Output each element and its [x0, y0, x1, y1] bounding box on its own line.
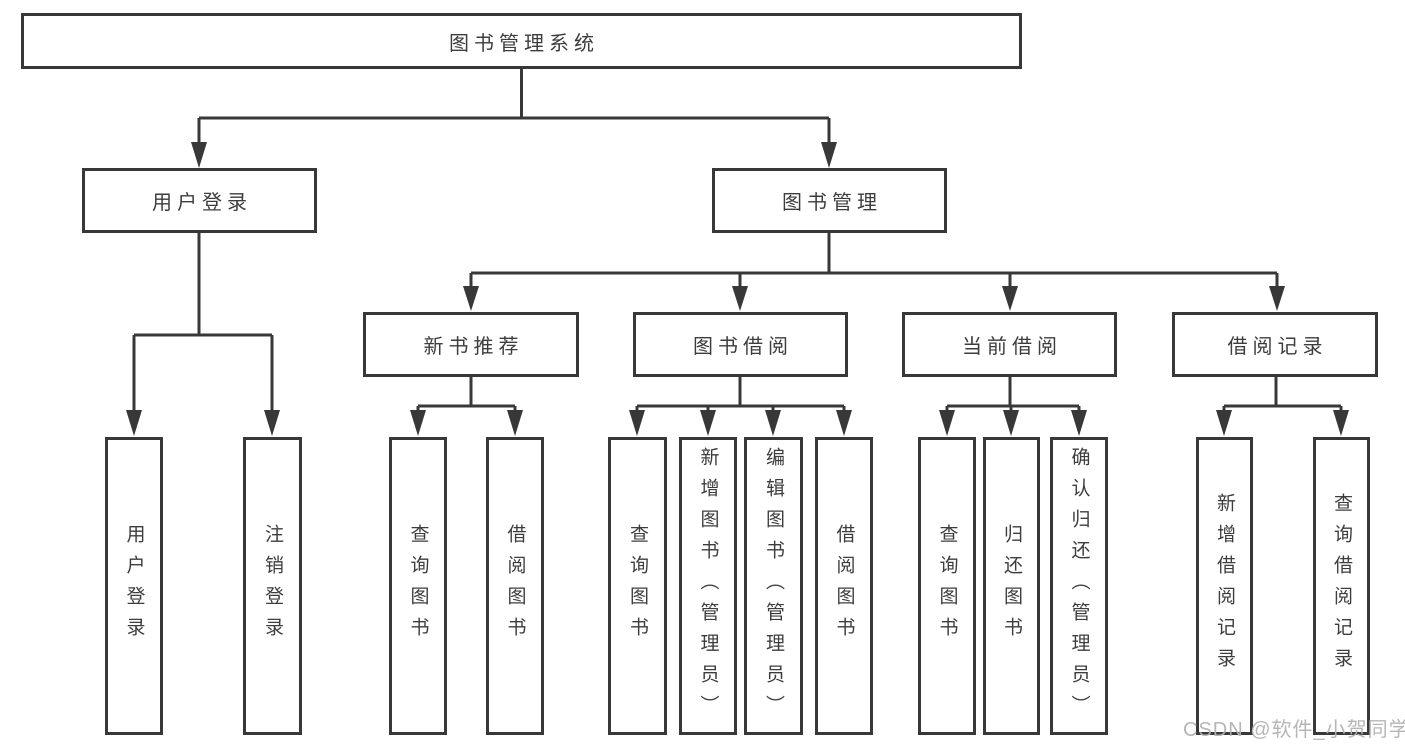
csdn-watermark: CSDN @软件_小贺同学	[1183, 719, 1405, 741]
leaf-query-books-current-label: 查询图书	[936, 524, 958, 648]
node-borrowing-records: 借阅记录	[1172, 312, 1378, 377]
leaf-edit-books-admin: 编辑图书（管理员）	[744, 437, 803, 735]
node-root-system: 图书管理系统	[21, 13, 1022, 69]
leaf-borrow-books-recommend-label: 借阅图书	[504, 524, 526, 648]
leaf-confirm-return-admin: 确认归还（管理员）	[1050, 437, 1108, 735]
node-current-borrowing: 当前借阅	[902, 312, 1117, 377]
node-book-management-label: 图书管理	[782, 192, 882, 214]
leaf-add-books-admin-label: 新增图书（管理员）	[697, 446, 719, 726]
leaf-return-books: 归还图书	[983, 437, 1040, 735]
leaf-edit-books-admin-label: 编辑图书（管理员）	[763, 446, 784, 726]
leaf-query-books-current: 查询图书	[918, 437, 976, 735]
leaf-confirm-return-admin-label: 确认归还（管理员）	[1068, 446, 1090, 726]
leaf-add-borrow-record: 新增借阅记录	[1196, 437, 1253, 735]
node-user-login-branch: 用户登录	[82, 168, 317, 233]
node-book-borrowing-label: 图书借阅	[693, 336, 793, 358]
leaf-user-login-label: 用户登录	[123, 524, 145, 648]
leaf-query-borrow-record-label: 查询借阅记录	[1331, 493, 1352, 679]
leaf-logout: 注销登录	[243, 437, 302, 735]
node-user-login-branch-label: 用户登录	[152, 192, 252, 214]
node-new-book-recommend: 新书推荐	[363, 312, 579, 377]
leaf-add-books-admin: 新增图书（管理员）	[679, 437, 737, 735]
leaf-user-login: 用户登录	[105, 437, 163, 735]
node-new-book-recommend-label: 新书推荐	[423, 336, 524, 358]
leaf-query-books-borrowing-label: 查询图书	[627, 524, 648, 648]
leaf-query-books-recommend-label: 查询图书	[407, 524, 429, 648]
leaf-query-books-recommend: 查询图书	[389, 437, 447, 735]
leaf-borrow-books-borrowing: 借阅图书	[815, 437, 873, 735]
leaf-borrow-books-borrowing-label: 借阅图书	[833, 524, 855, 648]
leaf-add-borrow-record-label: 新增借阅记录	[1214, 493, 1235, 679]
leaf-query-books-borrowing: 查询图书	[608, 437, 667, 735]
node-current-borrowing-label: 当前借阅	[962, 336, 1062, 358]
leaf-query-borrow-record: 查询借阅记录	[1313, 437, 1370, 735]
node-book-borrowing: 图书借阅	[633, 312, 848, 377]
node-book-management: 图书管理	[712, 168, 947, 233]
leaf-borrow-books-recommend: 借阅图书	[486, 437, 544, 735]
leaf-return-books-label: 归还图书	[1001, 524, 1022, 648]
leaf-logout-label: 注销登录	[262, 524, 283, 648]
node-root-system-label: 图书管理系统	[449, 32, 599, 55]
node-borrowing-records-label: 借阅记录	[1227, 336, 1328, 358]
